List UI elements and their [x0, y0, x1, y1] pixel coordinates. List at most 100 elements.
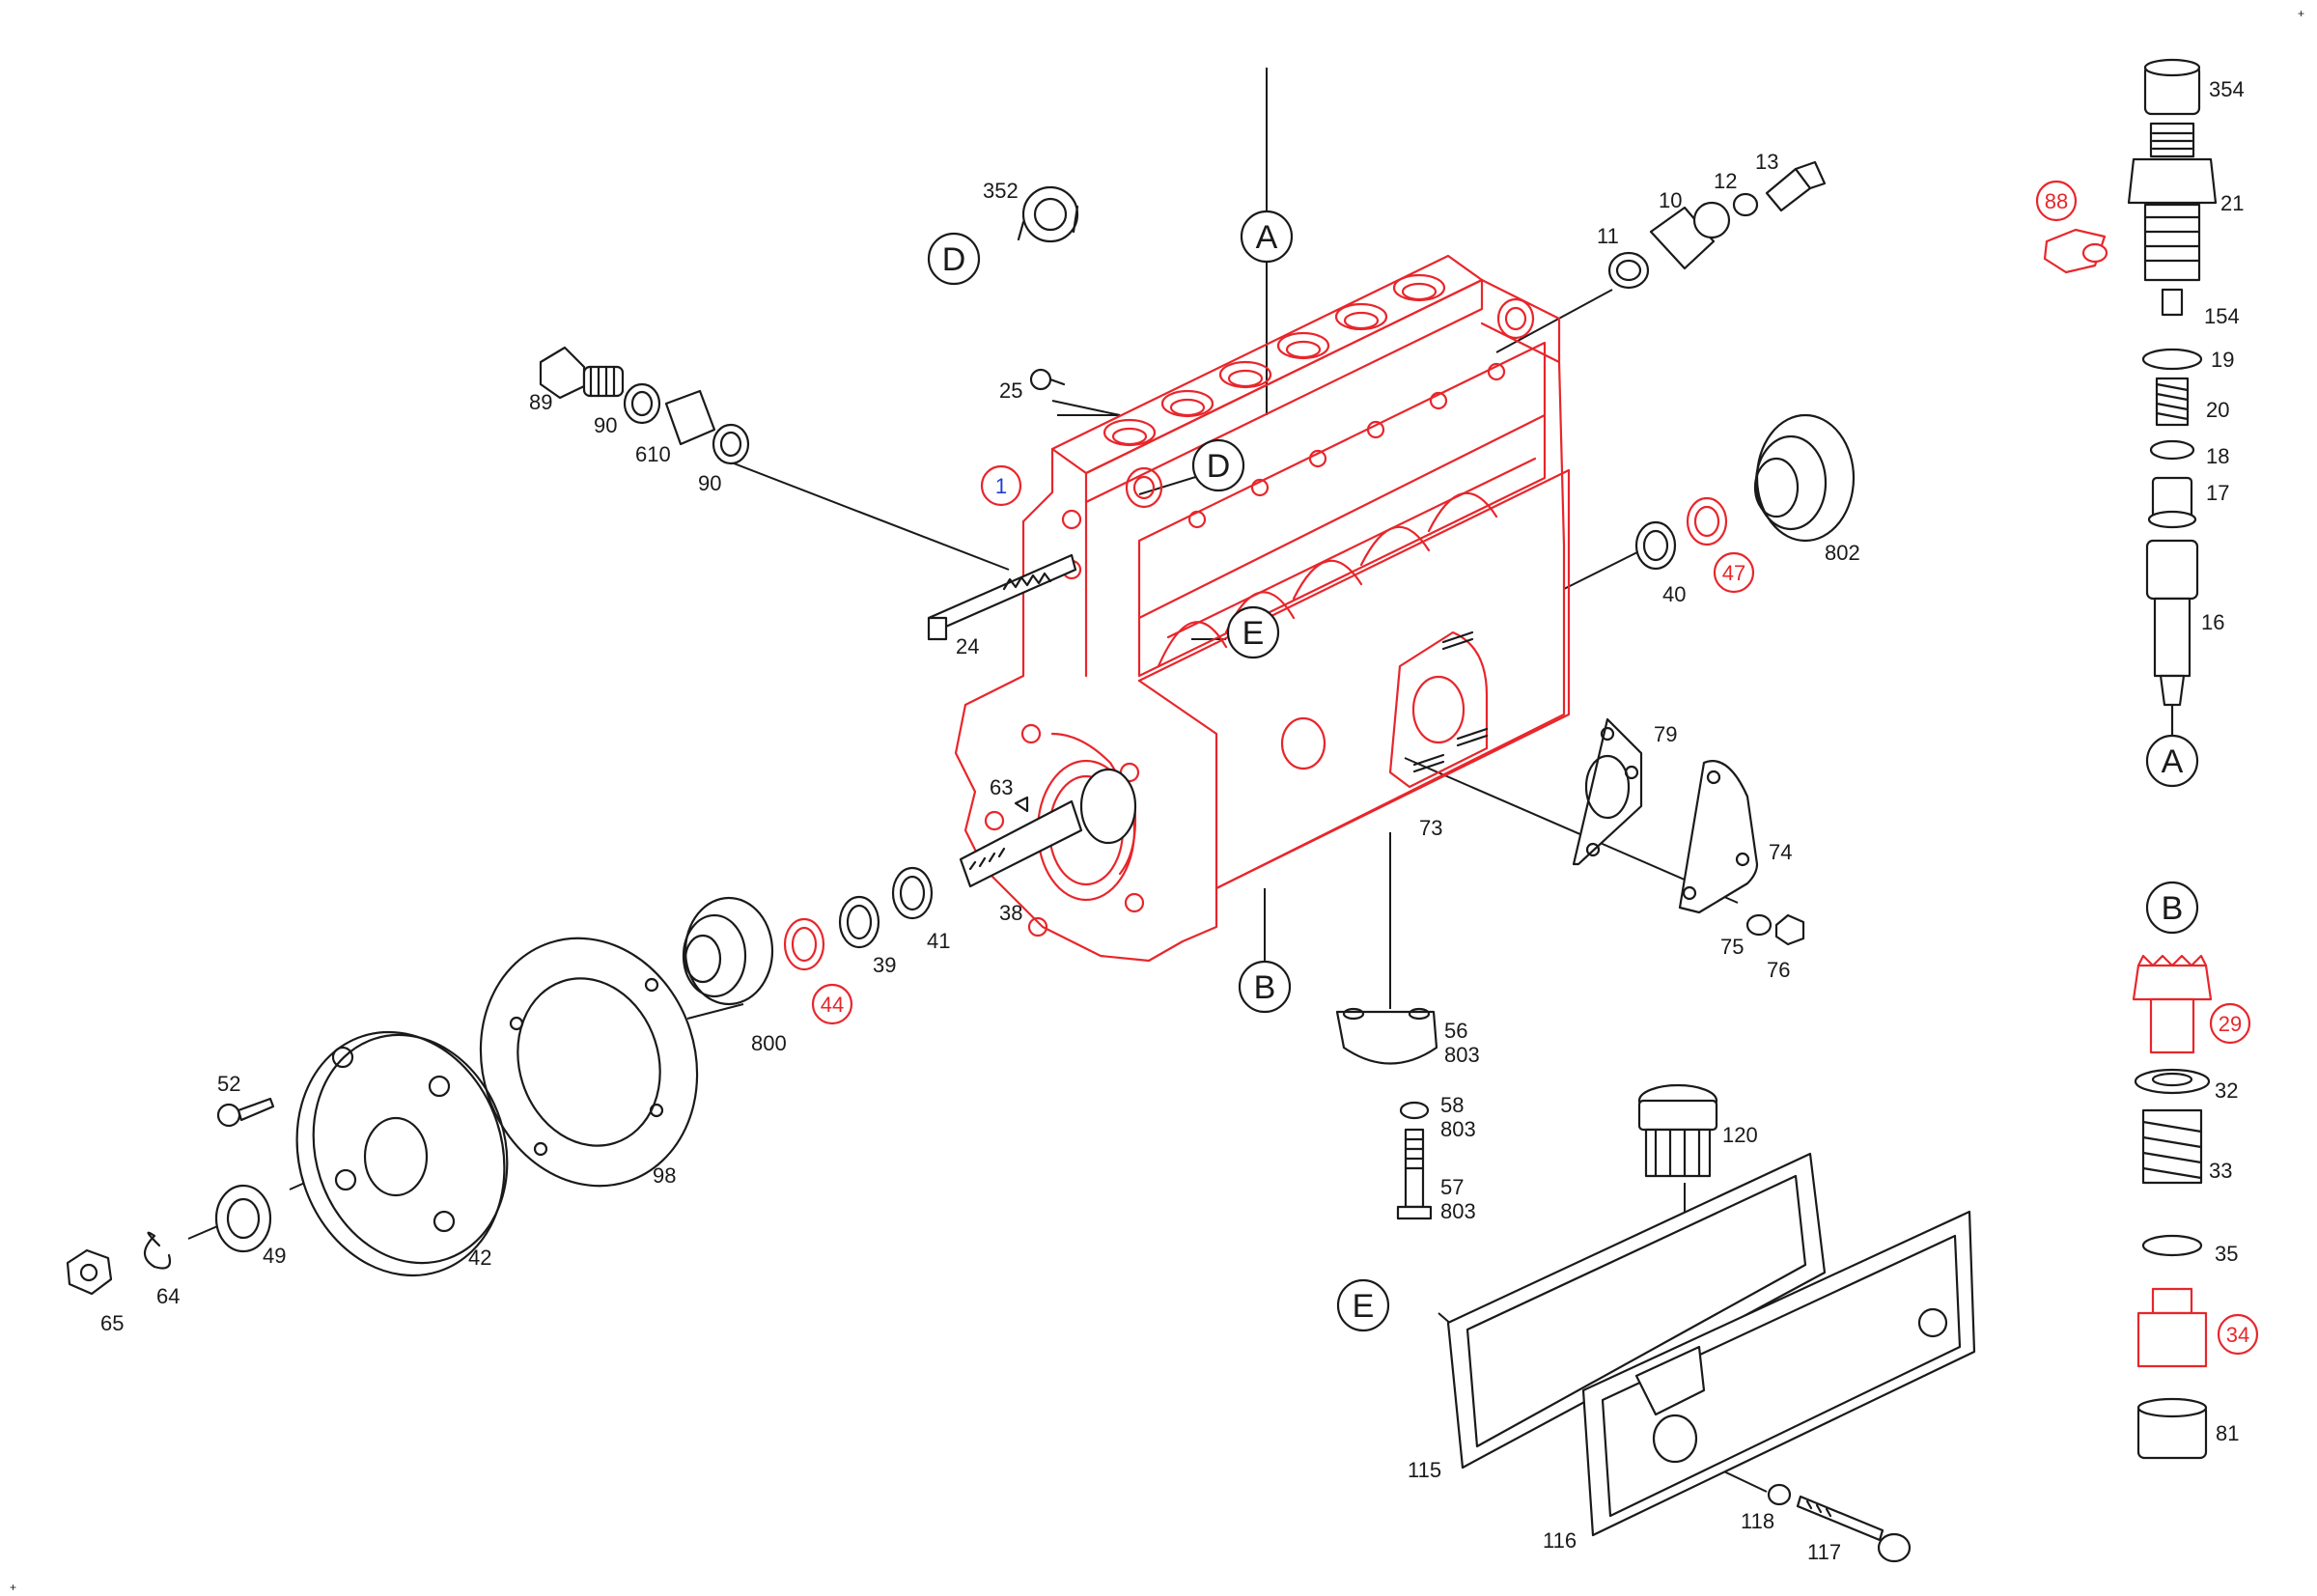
ref-letter: E	[1353, 1288, 1375, 1325]
part-49-seal[interactable]	[214, 1184, 272, 1253]
part-label-118: 118	[1741, 1509, 1774, 1533]
part-label-38: 38	[999, 901, 1022, 925]
part-56-support-bracket[interactable]	[1335, 1007, 1438, 1065]
part-24-control-rack[interactable]	[927, 553, 1077, 641]
ref-letter: A	[2162, 743, 2184, 780]
part-label-32: 32	[2215, 1078, 2238, 1103]
part-label-79: 79	[1654, 722, 1677, 746]
part-label-63: 63	[990, 775, 1013, 799]
part-25-screw[interactable]	[1029, 368, 1066, 391]
control-sleeve-assembly[interactable]	[2132, 954, 2213, 1460]
camshaft-38[interactable]	[959, 768, 1137, 888]
part-label-56: 56	[1444, 1019, 1467, 1043]
part-label-76: 76	[1767, 958, 1790, 982]
part-label-64: 64	[156, 1284, 180, 1308]
part-120-breather-cap[interactable]	[1637, 1083, 1718, 1178]
ref-circle-D-top: D	[927, 232, 981, 286]
part-label-74: 74	[1769, 840, 1792, 864]
part-label-610: 610	[635, 442, 671, 466]
ref-circle-D-block: D	[1191, 438, 1245, 492]
part-88-clip[interactable]	[2043, 228, 2108, 274]
ref-circle-E-cover: E	[1336, 1278, 1390, 1332]
rear-bearing-assembly[interactable]	[1634, 413, 1856, 571]
part-label-34: 34	[2226, 1323, 2249, 1347]
part-label-58: 58	[1440, 1093, 1464, 1117]
ref-letter: D	[942, 241, 966, 278]
part-label-98: 98	[653, 1163, 676, 1188]
part-label-19: 19	[2211, 348, 2234, 372]
part-label-88: 88	[2045, 189, 2068, 213]
part-98-flange-gasket[interactable]	[449, 910, 729, 1214]
ref-circle-E-block: E	[1226, 605, 1280, 659]
part-label-21: 21	[2220, 191, 2244, 215]
reference-circles: A B D D E E A B	[927, 210, 2199, 1332]
part-label-65: 65	[100, 1311, 124, 1335]
part-label-40: 40	[1662, 582, 1686, 606]
part-label-33: 33	[2209, 1159, 2232, 1183]
part-57-bolt[interactable]	[1396, 1128, 1433, 1220]
part-117-bolt[interactable]	[1796, 1495, 1912, 1563]
part-58-washer[interactable]	[1399, 1101, 1430, 1120]
part-label-49: 49	[263, 1244, 286, 1268]
part-label-154: 154	[2204, 304, 2240, 328]
ref-circle-A-top: A	[1240, 210, 1294, 264]
part-52-bolt[interactable]	[216, 1097, 275, 1128]
ref-circle-B-right: B	[2145, 881, 2199, 935]
ref-letter: E	[1242, 615, 1265, 652]
part-label-17: 17	[2206, 481, 2229, 505]
inspection-cover-gasket[interactable]	[1572, 717, 1759, 914]
part-label-81: 81	[2216, 1421, 2239, 1445]
part-47-drive-flange[interactable]	[266, 1005, 537, 1302]
part-label-13: 13	[1755, 150, 1778, 174]
part-label-52: 52	[217, 1072, 240, 1096]
ref-letter: B	[2162, 890, 2184, 927]
part-label-42: 47	[1722, 561, 1745, 585]
part-64-lock-washer[interactable]	[143, 1231, 172, 1270]
part-label-20: 20	[2206, 398, 2229, 422]
part-label-16: 16	[2201, 610, 2224, 634]
part-label-24: 24	[956, 634, 979, 658]
part-label-39: 39	[873, 953, 896, 977]
part-label-44: 41	[927, 929, 950, 953]
front-bearing-800[interactable]	[682, 896, 774, 1006]
part-label-56-803: 803	[1444, 1043, 1480, 1067]
part-label-90b: 90	[698, 471, 721, 495]
part-label-47: 42	[468, 1246, 491, 1270]
corner-mark: +	[10, 1581, 16, 1594]
part-label-115: 115	[1408, 1458, 1441, 1482]
part-labels: 88 47 44 29 34 1 10 11 12 13 16 17 18 19…	[100, 77, 2259, 1564]
part-label-800: 800	[751, 1031, 787, 1055]
part-label-352: 352	[983, 179, 1019, 203]
delivery-valve-assembly[interactable]	[2127, 58, 2218, 745]
stud-nuts[interactable]	[1745, 913, 1805, 946]
overflow-valve-fittings[interactable]	[1607, 160, 1827, 290]
part-352-plug[interactable]	[1017, 185, 1079, 243]
leader-lines	[187, 68, 1768, 1493]
part-label-29: 29	[2219, 1012, 2242, 1036]
part-label-18: 18	[2206, 444, 2229, 468]
part-label-117: 117	[1807, 1540, 1841, 1564]
part-label-25: 25	[999, 378, 1022, 403]
part-label-1: 1	[995, 474, 1007, 498]
pump-housing[interactable]	[954, 254, 1571, 963]
corner-mark: +	[2298, 7, 2304, 20]
part-label-57: 57	[1440, 1175, 1464, 1199]
banjo-fitting-assembly[interactable]	[539, 346, 750, 465]
part-label-11: 11	[1597, 224, 1619, 248]
studs-73[interactable]	[1412, 630, 1489, 773]
part-label-116: 116	[1543, 1528, 1577, 1553]
ref-circle-B-main: B	[1238, 960, 1292, 1014]
ref-letter: D	[1207, 448, 1231, 485]
ref-letter: A	[1256, 219, 1278, 256]
ref-letter: B	[1254, 969, 1276, 1006]
part-115-cover-gasket[interactable]	[1446, 1152, 1827, 1470]
part-118-washer[interactable]	[1767, 1483, 1792, 1506]
part-116-inspection-cover[interactable]	[1581, 1210, 1976, 1537]
part-label-75: 75	[1720, 935, 1744, 959]
part-label-57-803: 803	[1440, 1199, 1476, 1223]
part-65-nut[interactable]	[66, 1248, 113, 1296]
part-label-12: 12	[1714, 169, 1737, 193]
part-label-354: 354	[2209, 77, 2245, 101]
drive-washers[interactable]	[783, 866, 934, 971]
